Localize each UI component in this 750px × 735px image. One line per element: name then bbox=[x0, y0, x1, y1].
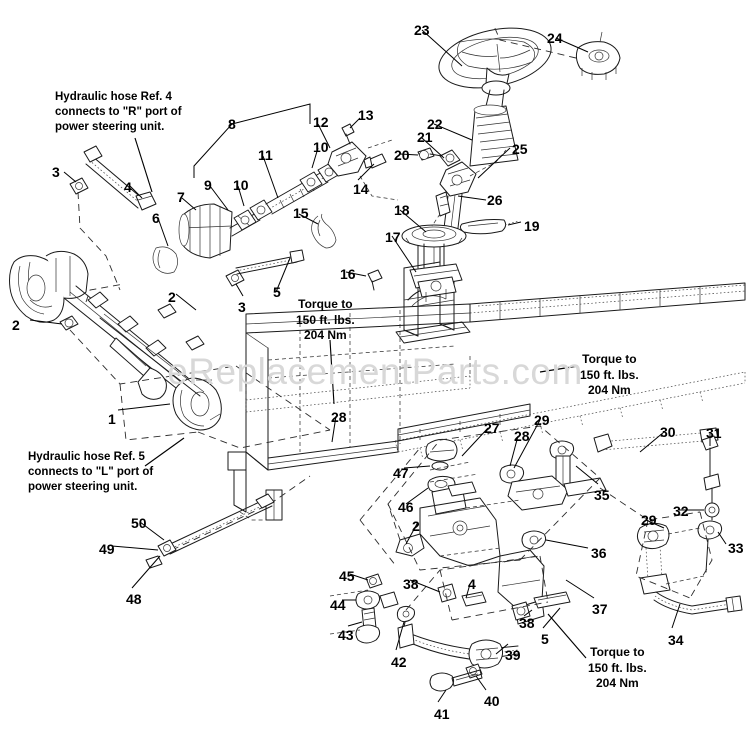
steering-wheel-assembly bbox=[401, 25, 621, 302]
callout-39[interactable]: 39 bbox=[505, 647, 521, 663]
callout-11[interactable]: 11 bbox=[258, 147, 273, 163]
callout-47[interactable]: 47 bbox=[393, 465, 409, 481]
lower-gearbox-assembly bbox=[359, 425, 607, 625]
callout-26[interactable]: 26 bbox=[487, 192, 503, 208]
right-linkage-assembly bbox=[593, 427, 743, 615]
callout-16[interactable]: 16 bbox=[340, 266, 356, 282]
callout-48[interactable]: 48 bbox=[126, 591, 142, 607]
callout-4[interactable]: 4 bbox=[468, 576, 476, 592]
callout-29[interactable]: 29 bbox=[641, 512, 657, 528]
callout-12[interactable]: 12 bbox=[313, 114, 329, 130]
callout-45[interactable]: 45 bbox=[339, 568, 355, 584]
callout-15[interactable]: 15 bbox=[293, 205, 309, 221]
callout-9[interactable]: 9 bbox=[204, 177, 212, 193]
callout-2[interactable]: 2 bbox=[12, 317, 20, 333]
note-hydraulic-hose-ref-5: Hydraulic hose Ref. 5 connects to "L" po… bbox=[28, 451, 154, 494]
callout-14[interactable]: 14 bbox=[353, 181, 369, 197]
callout-30[interactable]: 30 bbox=[660, 424, 676, 440]
callout-33[interactable]: 33 bbox=[728, 540, 744, 556]
bottom-linkage-assembly bbox=[329, 555, 571, 692]
callout-2[interactable]: 2 bbox=[412, 518, 420, 534]
callout-41[interactable]: 41 bbox=[434, 706, 450, 722]
callout-22[interactable]: 22 bbox=[427, 116, 443, 132]
callout-21[interactable]: 21 bbox=[417, 129, 433, 145]
steering-shaft-assembly bbox=[152, 123, 399, 291]
callout-37[interactable]: 37 bbox=[592, 601, 608, 617]
torque-spec-torque-28-left: Torque to 150 ft. lbs. 204 Nm bbox=[296, 297, 355, 343]
callout-35[interactable]: 35 bbox=[594, 487, 610, 503]
callout-10[interactable]: 10 bbox=[313, 139, 329, 155]
callout-27[interactable]: 27 bbox=[484, 420, 500, 436]
callout-7[interactable]: 7 bbox=[177, 189, 185, 205]
front-axle-assembly bbox=[9, 250, 331, 449]
callout-5[interactable]: 5 bbox=[273, 284, 281, 300]
callout-31[interactable]: 31 bbox=[706, 425, 722, 441]
callout-24[interactable]: 24 bbox=[547, 30, 563, 46]
callout-36[interactable]: 36 bbox=[591, 545, 607, 561]
callout-1[interactable]: 1 bbox=[108, 411, 116, 427]
callout-50[interactable]: 50 bbox=[131, 515, 147, 531]
callout-6[interactable]: 6 bbox=[152, 210, 160, 226]
callout-8[interactable]: 8 bbox=[228, 116, 236, 132]
note-hydraulic-hose-ref-4: Hydraulic hose Ref. 4 connects to "R" po… bbox=[55, 91, 182, 134]
callout-13[interactable]: 13 bbox=[358, 107, 374, 123]
callout-46[interactable]: 46 bbox=[398, 499, 414, 515]
callout-28[interactable]: 28 bbox=[514, 428, 530, 444]
torque-spec-torque-bottom: Torque to 150 ft. lbs. 204 Nm bbox=[588, 645, 647, 691]
torque-spec-torque-right: Torque to 150 ft. lbs. 204 Nm bbox=[580, 352, 639, 398]
callout-5[interactable]: 5 bbox=[541, 631, 549, 647]
callout-44[interactable]: 44 bbox=[330, 597, 346, 613]
callout-23[interactable]: 23 bbox=[414, 22, 430, 38]
callout-3[interactable]: 3 bbox=[52, 164, 60, 180]
callout-2[interactable]: 2 bbox=[168, 289, 176, 305]
callout-38[interactable]: 38 bbox=[519, 615, 535, 631]
callout-20[interactable]: 20 bbox=[394, 147, 410, 163]
callout-29[interactable]: 29 bbox=[534, 412, 550, 428]
callout-10[interactable]: 10 bbox=[233, 177, 249, 193]
callout-25[interactable]: 25 bbox=[512, 141, 528, 157]
callout-38[interactable]: 38 bbox=[403, 576, 419, 592]
callout-34[interactable]: 34 bbox=[668, 632, 684, 648]
callout-28[interactable]: 28 bbox=[331, 409, 347, 425]
leader-lines bbox=[29, 29, 727, 703]
callout-17[interactable]: 17 bbox=[385, 229, 401, 245]
callout-18[interactable]: 18 bbox=[394, 202, 410, 218]
callout-19[interactable]: 19 bbox=[524, 218, 540, 234]
callout-49[interactable]: 49 bbox=[99, 541, 115, 557]
chassis-frame bbox=[227, 233, 746, 521]
callout-40[interactable]: 40 bbox=[484, 693, 500, 709]
callout-32[interactable]: 32 bbox=[673, 503, 689, 519]
callout-3[interactable]: 3 bbox=[238, 299, 246, 315]
callout-42[interactable]: 42 bbox=[391, 654, 407, 670]
callout-43[interactable]: 43 bbox=[338, 627, 354, 643]
callout-4[interactable]: 4 bbox=[124, 179, 132, 195]
